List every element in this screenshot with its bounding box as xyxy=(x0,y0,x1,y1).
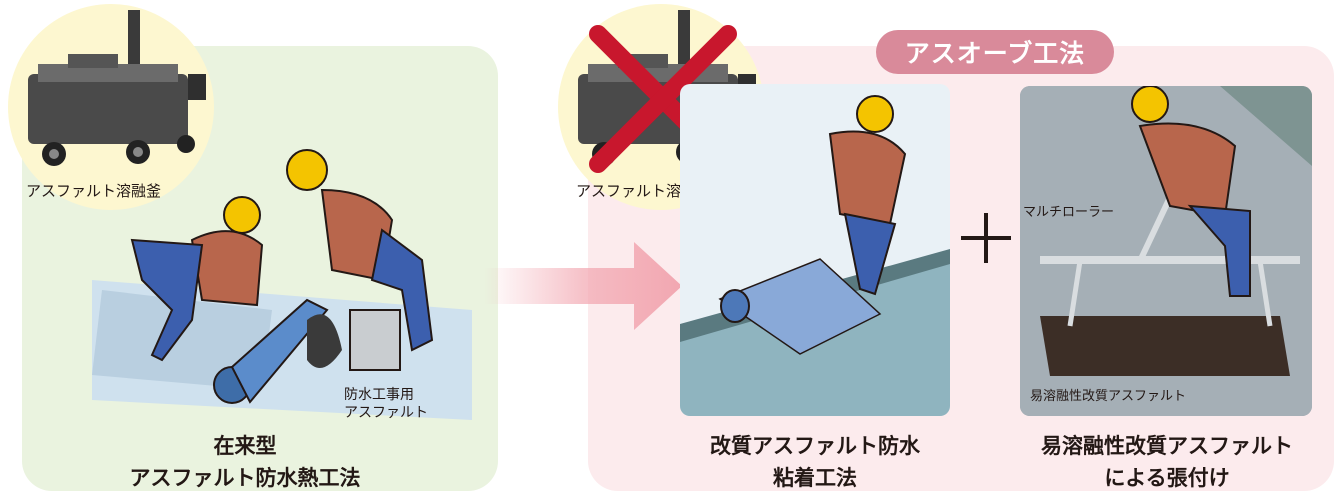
asphalt-callout-line1: 防水工事用 xyxy=(344,387,414,403)
title-line2: アスファルト防水熱工法 xyxy=(129,466,361,490)
worker-icon xyxy=(130,196,264,362)
title-line2: による張付け xyxy=(1104,466,1230,490)
asphalt-kettle-icon xyxy=(28,10,206,166)
worker-icon xyxy=(286,149,434,352)
asphalt-callout-line2: アスファルト xyxy=(344,405,428,421)
method-label: アスオーブ工法 xyxy=(876,30,1114,74)
kettle-label: アスファルト溶融釜 xyxy=(576,182,712,200)
kettle-circle-conventional: アスファルト溶融釜 xyxy=(8,4,214,210)
material-callout: 易溶融性改質アスファルト xyxy=(1030,389,1187,404)
worker-icon xyxy=(828,95,907,296)
kettle-label: アスファルト溶融釜 xyxy=(26,182,162,200)
roller-application-illustration xyxy=(1020,86,1312,416)
title-line1: 在来型 xyxy=(213,434,277,458)
conventional-method-illustration xyxy=(92,130,492,430)
title-line1: 改質アスファルト防水 xyxy=(710,434,920,458)
conventional-method-title: 在来型 アスファルト防水熱工法 xyxy=(120,430,370,494)
worker-icon xyxy=(1131,86,1251,297)
adhesive-method-title: 改質アスファルト防水 粘着工法 xyxy=(650,430,980,494)
adhesive-method-illustration xyxy=(680,84,950,416)
title-line1: 易溶融性改質アスファルト xyxy=(1041,434,1293,458)
arrow-right-icon xyxy=(484,242,682,330)
roller-callout: マルチローラー xyxy=(1023,205,1115,220)
plus-icon xyxy=(961,213,1011,263)
asphalt-callout: 防水工事用 アスファルト xyxy=(344,386,428,422)
title-line2: 粘着工法 xyxy=(773,466,857,490)
roller-method-title: 易溶融性改質アスファルト による張付け xyxy=(1000,430,1334,494)
